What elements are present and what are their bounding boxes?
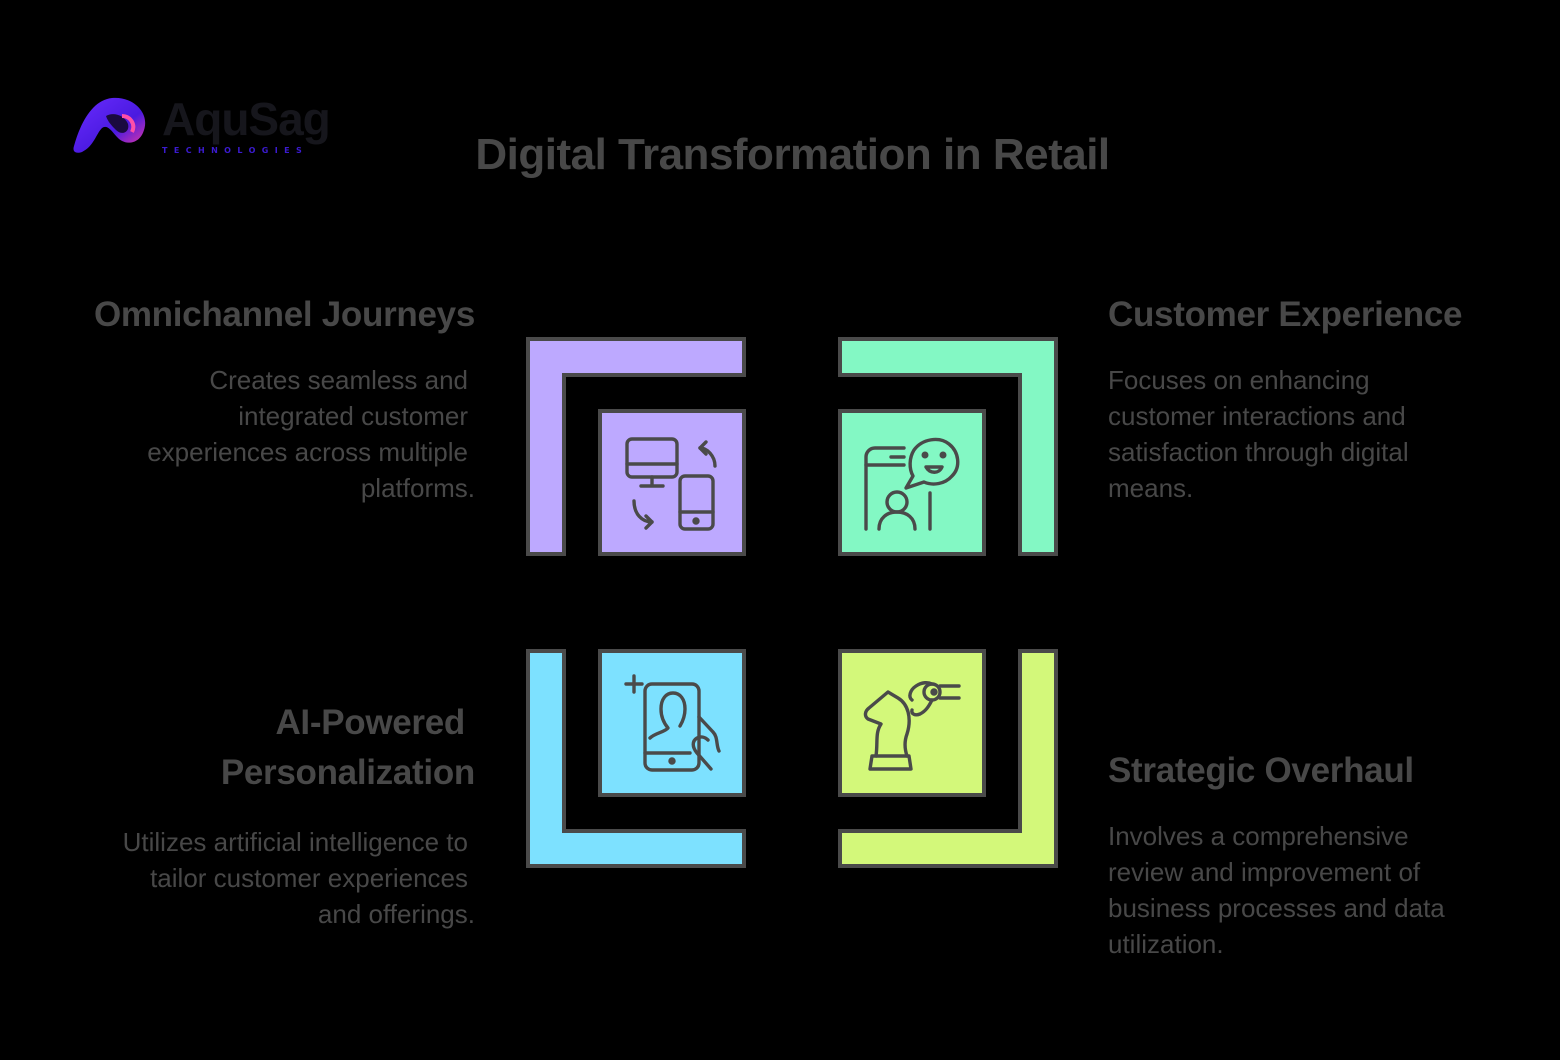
customer-chat-smile-icon [864,437,960,531]
chess-knight-strategy-icon [863,680,961,771]
page-title: Digital Transformation in Retail [475,130,1110,179]
section-description-strategic-overhaul: Involves a comprehensive review and impr… [1108,821,1445,959]
quadrant-ai-personalization [526,649,746,868]
quadrant-strategic-overhaul [838,649,1058,868]
company-logo: AquSag TECHNOLOGIES [70,93,370,164]
section-heading-omnichannel: Omnichannel Journeys [93,295,475,334]
quadrant-omnichannel [526,337,746,556]
section-heading-ai-personalization: AI-Powered Personalization [220,703,475,792]
section-heading-strategic-overhaul: Strategic Overhaul [1108,751,1414,790]
logo-wordmark: AquSag [162,93,331,145]
section-heading-customer-experience: Customer Experience [1108,295,1463,334]
aqusag-logo-icon [73,97,146,153]
section-description-omnichannel: Creates seamless and integrated customer… [147,365,475,503]
section-description-ai-personalization: Utilizes artificial intelligence to tail… [122,827,475,929]
logo-tagline: TECHNOLOGIES [162,146,309,155]
smartphone-user-profile-icon [624,674,721,772]
quadrant-customer-experience [838,337,1058,556]
section-description-customer-experience: Focuses on enhancing customer interactio… [1108,365,1409,503]
devices-sync-icon [625,437,717,531]
